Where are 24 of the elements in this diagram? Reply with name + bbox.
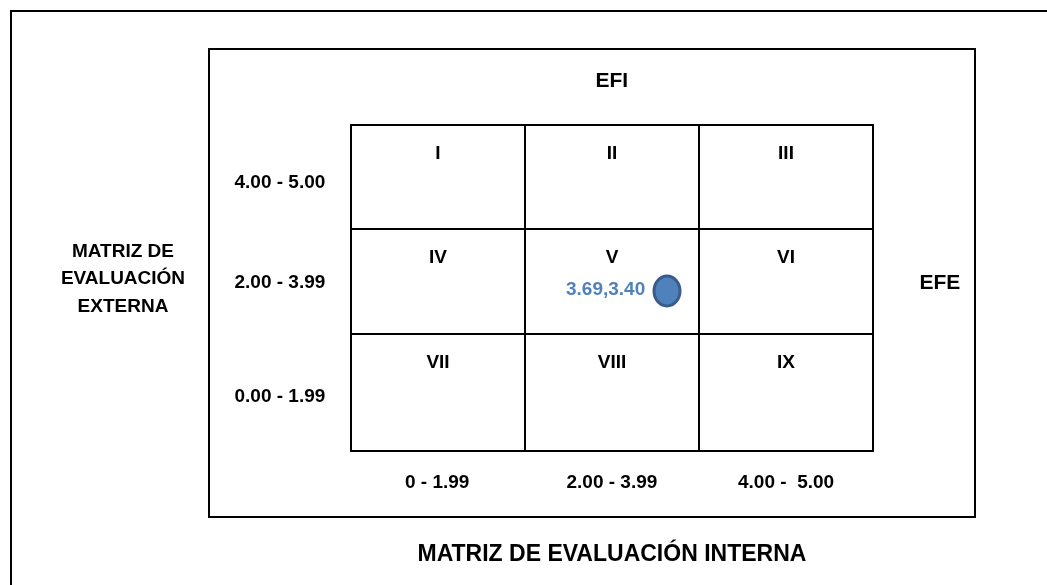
- quadrant-numeral: II: [605, 142, 619, 164]
- quadrant-numeral: VI: [776, 246, 796, 268]
- range-label: 2.00 - 3.99: [234, 271, 326, 293]
- quadrant-numeral: III: [777, 142, 795, 164]
- range-label: 0.00 - 1.99: [234, 385, 326, 407]
- range-label: 2.00 - 3.99: [566, 471, 658, 493]
- axis-title: EFE: [919, 270, 961, 294]
- point-value: 3.69,3.40: [566, 278, 646, 300]
- axis-title: MATRIZ DE EVALUACIÓN EXTERNA: [59, 238, 187, 318]
- matrix-quadrant: [350, 333, 526, 452]
- range-label: 4.00 - 5.00: [738, 471, 835, 493]
- axis-title: MATRIZ DE EVALUACIÓN INTERNA: [417, 539, 807, 567]
- quadrant-numeral: VIII: [596, 351, 628, 373]
- axis-title: EFI: [595, 68, 629, 92]
- quadrant-numeral: IV: [428, 246, 448, 268]
- quadrant-numeral: V: [604, 246, 620, 268]
- quadrant-numeral: VII: [425, 351, 451, 373]
- range-label: 0 - 1.99: [405, 471, 470, 493]
- quadrant-numeral: I: [434, 142, 442, 164]
- quadrant-numeral: IX: [776, 351, 796, 373]
- matrix-quadrant: [698, 333, 874, 452]
- matrix-quadrant: [350, 124, 526, 230]
- range-label: 4.00 - 5.00: [234, 171, 326, 193]
- matrix-quadrant: [698, 124, 874, 230]
